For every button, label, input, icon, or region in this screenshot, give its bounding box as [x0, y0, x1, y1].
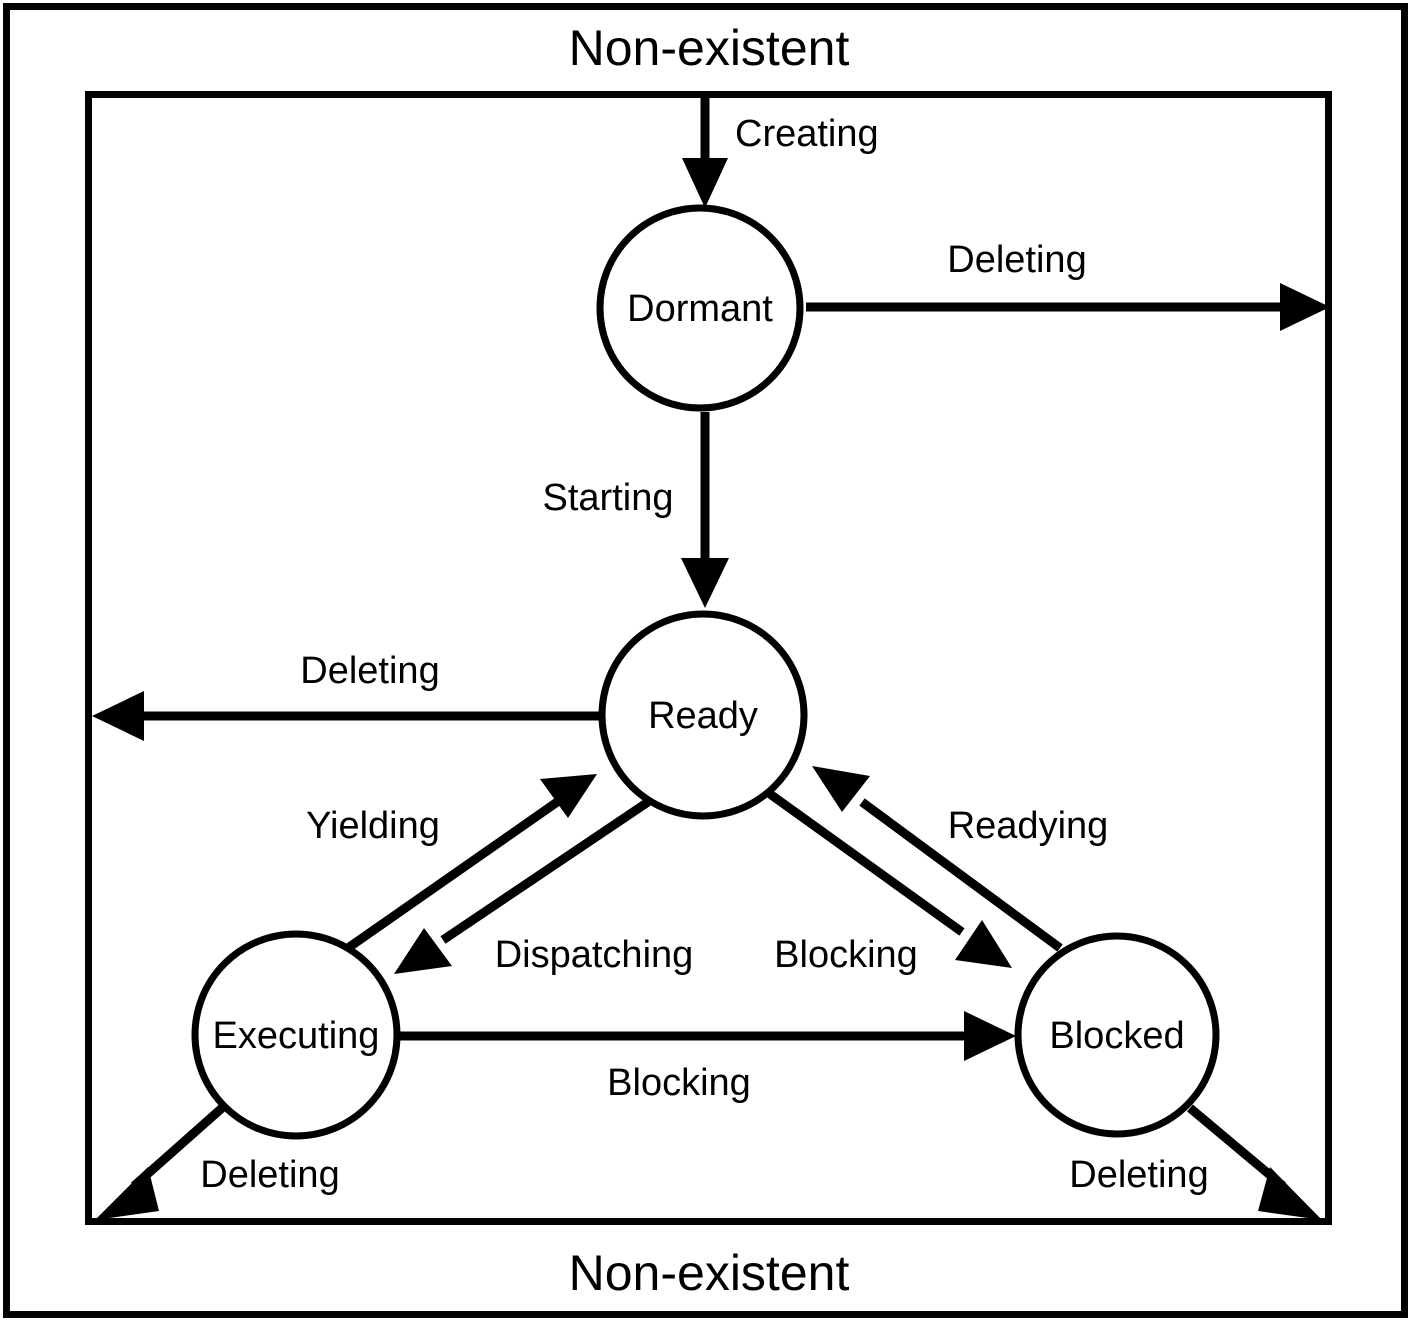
- dormant-label: Dormant: [627, 288, 773, 330]
- transition-readying: Readying: [812, 766, 1109, 952]
- deleting-executing-label: Deleting: [200, 1154, 339, 1196]
- deleting-ready-arrowhead: [92, 691, 144, 741]
- deleting-blocked-label: Deleting: [1069, 1154, 1208, 1196]
- yielding-arrowhead: [540, 774, 597, 818]
- state-node-ready[interactable]: Ready: [598, 610, 808, 820]
- transition-yielding: Yielding: [306, 774, 597, 952]
- region-label-bottom: Non-existent: [569, 1245, 850, 1301]
- transition-starting: Starting: [543, 412, 729, 608]
- state-node-blocked[interactable]: Blocked: [1014, 932, 1220, 1138]
- blocking-executing-arrowhead: [964, 1011, 1016, 1061]
- deleting-blocked-line: [1187, 1104, 1286, 1190]
- starting-label: Starting: [543, 477, 674, 519]
- dispatching-line: [440, 798, 651, 944]
- inner-frame: [85, 91, 1332, 1225]
- state-node-executing[interactable]: Executing: [191, 930, 401, 1140]
- region-label-top: Non-existent: [569, 20, 850, 76]
- transition-blocking-executing: Blocking: [400, 1011, 1016, 1104]
- blocking-ready-line: [767, 790, 965, 936]
- yielding-label: Yielding: [306, 805, 440, 847]
- readying-arrowhead: [812, 766, 870, 812]
- transition-deleting-ready: Deleting: [92, 650, 600, 741]
- transition-deleting-blocked: Deleting: [1069, 1104, 1322, 1220]
- dormant-circle[interactable]: [596, 204, 804, 412]
- deleting-blocked-arrowhead: [1258, 1167, 1322, 1220]
- dispatching-arrowhead: [394, 928, 452, 974]
- blocking-ready-arrowhead: [955, 920, 1012, 968]
- deleting-executing-arrowhead: [95, 1167, 159, 1220]
- outer-frame: [3, 3, 1408, 1318]
- yielding-line: [345, 796, 563, 952]
- executing-label: Executing: [213, 1015, 380, 1057]
- blocked-label: Blocked: [1049, 1015, 1184, 1057]
- transition-creating: Creating: [682, 98, 879, 208]
- transition-blocking-ready: Blocking: [767, 790, 1012, 976]
- blocking-executing-label: Blocking: [607, 1062, 751, 1104]
- ready-circle[interactable]: [598, 610, 808, 820]
- deleting-dormant-arrowhead: [1280, 283, 1330, 331]
- readying-label: Readying: [948, 805, 1109, 847]
- transition-deleting-dormant: Deleting: [806, 239, 1330, 331]
- deleting-ready-label: Deleting: [300, 650, 439, 692]
- transition-deleting-executing: Deleting: [95, 1104, 340, 1220]
- readying-line: [859, 798, 1063, 952]
- state-node-dormant[interactable]: Dormant: [596, 204, 804, 412]
- creating-label: Creating: [735, 113, 879, 155]
- creating-arrowhead: [682, 158, 728, 208]
- blocked-circle[interactable]: [1014, 932, 1220, 1138]
- executing-circle[interactable]: [191, 930, 401, 1140]
- transition-dispatching: Dispatching: [394, 798, 694, 976]
- dispatching-label: Dispatching: [495, 934, 694, 976]
- deleting-dormant-label: Deleting: [947, 239, 1086, 281]
- ready-label: Ready: [648, 695, 758, 737]
- blocking-ready-label: Blocking: [774, 934, 918, 976]
- starting-arrowhead: [681, 558, 729, 608]
